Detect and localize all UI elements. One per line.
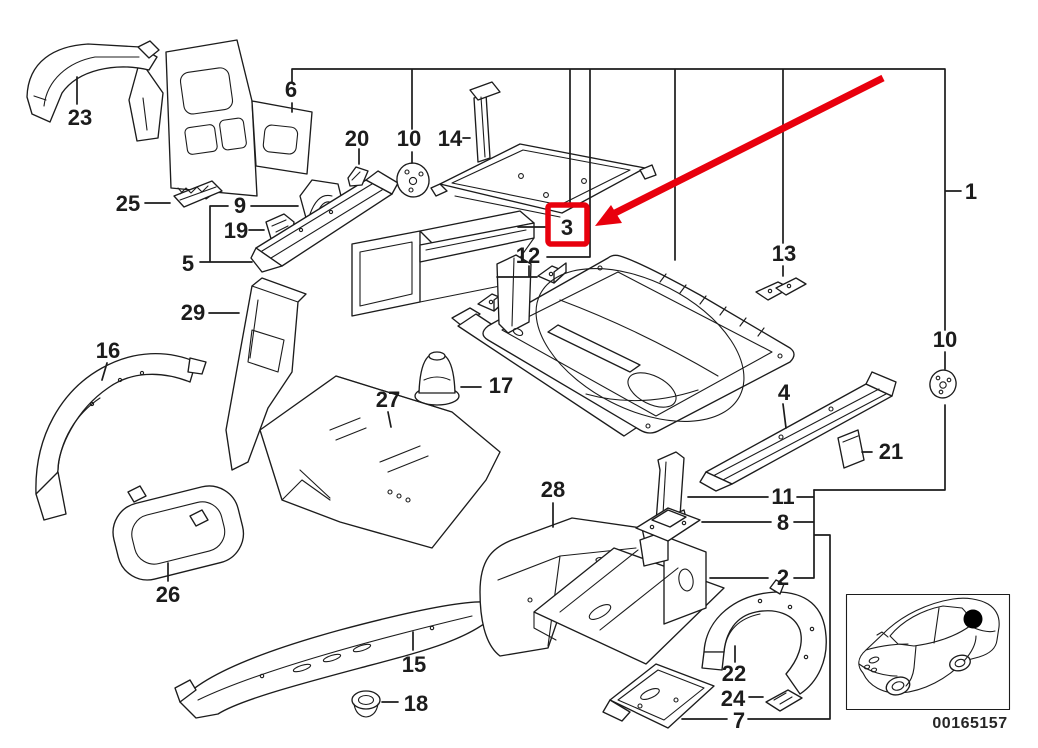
part-label-14: 14 <box>438 126 463 151</box>
part-22-drawing <box>701 579 827 695</box>
part-label-15: 15 <box>402 652 426 677</box>
part-16-drawing <box>35 352 207 521</box>
part-7-drawing <box>602 663 715 729</box>
part-label-23: 23 <box>68 105 92 130</box>
part-3-drawing <box>351 210 535 317</box>
part-13-drawing <box>755 277 807 301</box>
part-2-drawing <box>533 529 725 665</box>
part-label-29: 29 <box>181 300 205 325</box>
part-label-10-right: 10 <box>933 327 957 352</box>
part-label-4: 4 <box>778 380 791 405</box>
highlight-arrow-shaft <box>611 74 885 218</box>
highlight-arrow-head <box>595 205 622 226</box>
callout-lines <box>76 68 962 720</box>
part-label-9: 9 <box>234 193 246 218</box>
image-code: 00165157 <box>932 715 1007 732</box>
part-6-drawing <box>165 39 313 200</box>
part-26-drawing <box>112 485 245 581</box>
part-label-11: 11 <box>771 484 794 509</box>
part-label-16: 16 <box>96 338 120 363</box>
part-21-drawing <box>837 429 865 469</box>
part-label-26: 26 <box>156 582 180 607</box>
part-10-right-drawing <box>929 369 957 399</box>
part-label-12: 12 <box>516 243 540 268</box>
part-17-drawing <box>414 351 460 406</box>
part-8-drawing <box>635 507 701 542</box>
part-label-28: 28 <box>541 477 565 502</box>
part-label-3-highlighted: 3 <box>561 215 573 240</box>
part-location-dot <box>963 609 983 629</box>
part-label-25: 25 <box>116 191 140 216</box>
callout-leaders <box>76 76 873 703</box>
part-drawings <box>26 39 957 729</box>
car-thumbnail <box>858 597 1000 696</box>
part-label-13: 13 <box>772 241 796 266</box>
part-label-2: 2 <box>777 565 789 590</box>
part-27-drawing <box>259 375 501 549</box>
car-inset-frame <box>845 593 1011 711</box>
part-29-drawing <box>225 277 307 471</box>
part-label-7: 7 <box>733 708 745 733</box>
part-18-drawing <box>351 690 381 718</box>
part-label-10-left: 10 <box>397 126 421 151</box>
part-25-drawing <box>173 180 223 208</box>
part-15-drawing <box>174 601 497 719</box>
part-label-20: 20 <box>345 126 369 151</box>
part-label-24: 24 <box>721 686 746 711</box>
callout-bracket-top <box>291 68 962 491</box>
part-label-1: 1 <box>965 179 977 204</box>
part-label-27: 27 <box>376 387 400 412</box>
part-10-left-drawing <box>396 162 430 198</box>
part-14-drawing <box>430 81 657 218</box>
part-label-8: 8 <box>777 510 789 535</box>
part-label-5: 5 <box>182 251 194 276</box>
highlight-annotation <box>545 74 885 247</box>
part-23-drawing <box>26 40 164 142</box>
part-4-drawing <box>699 371 897 492</box>
part-label-18: 18 <box>404 691 428 716</box>
highlight-box-part-3 <box>545 202 590 247</box>
part-label-21: 21 <box>879 439 903 464</box>
car-inset: 00165157 <box>845 593 1011 732</box>
part-label-6: 6 <box>285 77 297 102</box>
part-label-17: 17 <box>489 373 513 398</box>
callout-bracket-right <box>681 489 831 720</box>
part-label-19: 19 <box>224 218 248 243</box>
part-20-drawing <box>347 166 369 187</box>
part-labels: 23 6 25 9 19 5 20 10 14 3 12 13 1 10 29 … <box>68 77 977 733</box>
part-1-drawing <box>451 254 795 437</box>
part-label-22: 22 <box>722 661 746 686</box>
part-24-drawing <box>765 689 803 712</box>
